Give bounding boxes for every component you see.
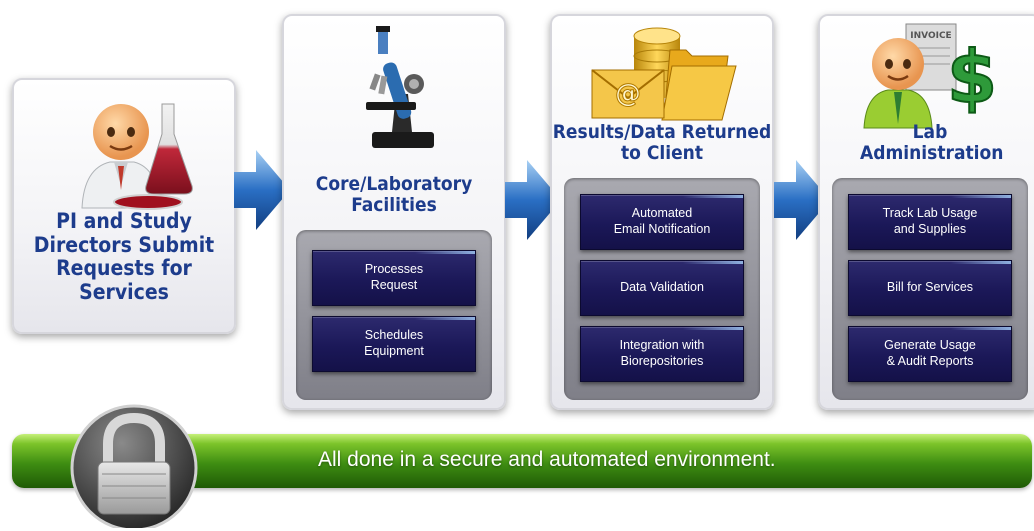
step-card-core-laboratory: Core/Laboratory Facilities Processes Req… bbox=[282, 14, 506, 410]
task-data-validation: Data Validation bbox=[580, 260, 744, 316]
task-panel: Processes Request Schedules Equipment bbox=[296, 230, 492, 400]
padlock-icon bbox=[70, 404, 198, 528]
scientist-icon bbox=[81, 103, 193, 210]
task-generate-reports: Generate Usage & Audit Reports bbox=[848, 326, 1012, 382]
invoice-dollar-icon: INVOICE $ bbox=[863, 23, 998, 129]
microscope-icon bbox=[366, 26, 434, 148]
task-integration-biorepositories: Integration with Biorepositories bbox=[580, 326, 744, 382]
step-card-submit-requests: PI and Study Directors Submit Requests f… bbox=[12, 78, 236, 334]
flow-arrow-2 bbox=[505, 160, 561, 240]
task-track-lab-usage: Track Lab Usage and Supplies bbox=[848, 194, 1012, 250]
step-card-results-data: @ Results/Data Returned to Client Automa… bbox=[550, 14, 774, 410]
flow-arrow-3 bbox=[774, 160, 830, 240]
task-panel: Automated Email Notification Data Valida… bbox=[564, 178, 760, 400]
step-title: Results/Data Returned to Client bbox=[552, 121, 772, 165]
email-at-symbol: @ bbox=[615, 79, 641, 109]
task-bill-for-services: Bill for Services bbox=[848, 260, 1012, 316]
footer-text: All done in a secure and automated envir… bbox=[318, 448, 776, 471]
email-database-folder-icon: @ bbox=[591, 27, 737, 121]
step-title: Core/Laboratory Facilities bbox=[315, 173, 473, 217]
dollar-sign: $ bbox=[947, 35, 997, 119]
step-card-lab-administration: INVOICE $ Lab Administration Track Lab U… bbox=[818, 14, 1034, 410]
task-automated-email: Automated Email Notification bbox=[580, 194, 744, 250]
task-schedules-equipment: Schedules Equipment bbox=[312, 316, 476, 372]
task-processes-request: Processes Request bbox=[312, 250, 476, 306]
flow-arrow-1 bbox=[234, 150, 290, 230]
step-title: PI and Study Directors Submit Requests f… bbox=[33, 209, 215, 304]
invoice-label: INVOICE bbox=[910, 31, 951, 41]
step-title: Lab Administration bbox=[860, 121, 1004, 165]
task-panel: Track Lab Usage and Supplies Bill for Se… bbox=[832, 178, 1028, 400]
